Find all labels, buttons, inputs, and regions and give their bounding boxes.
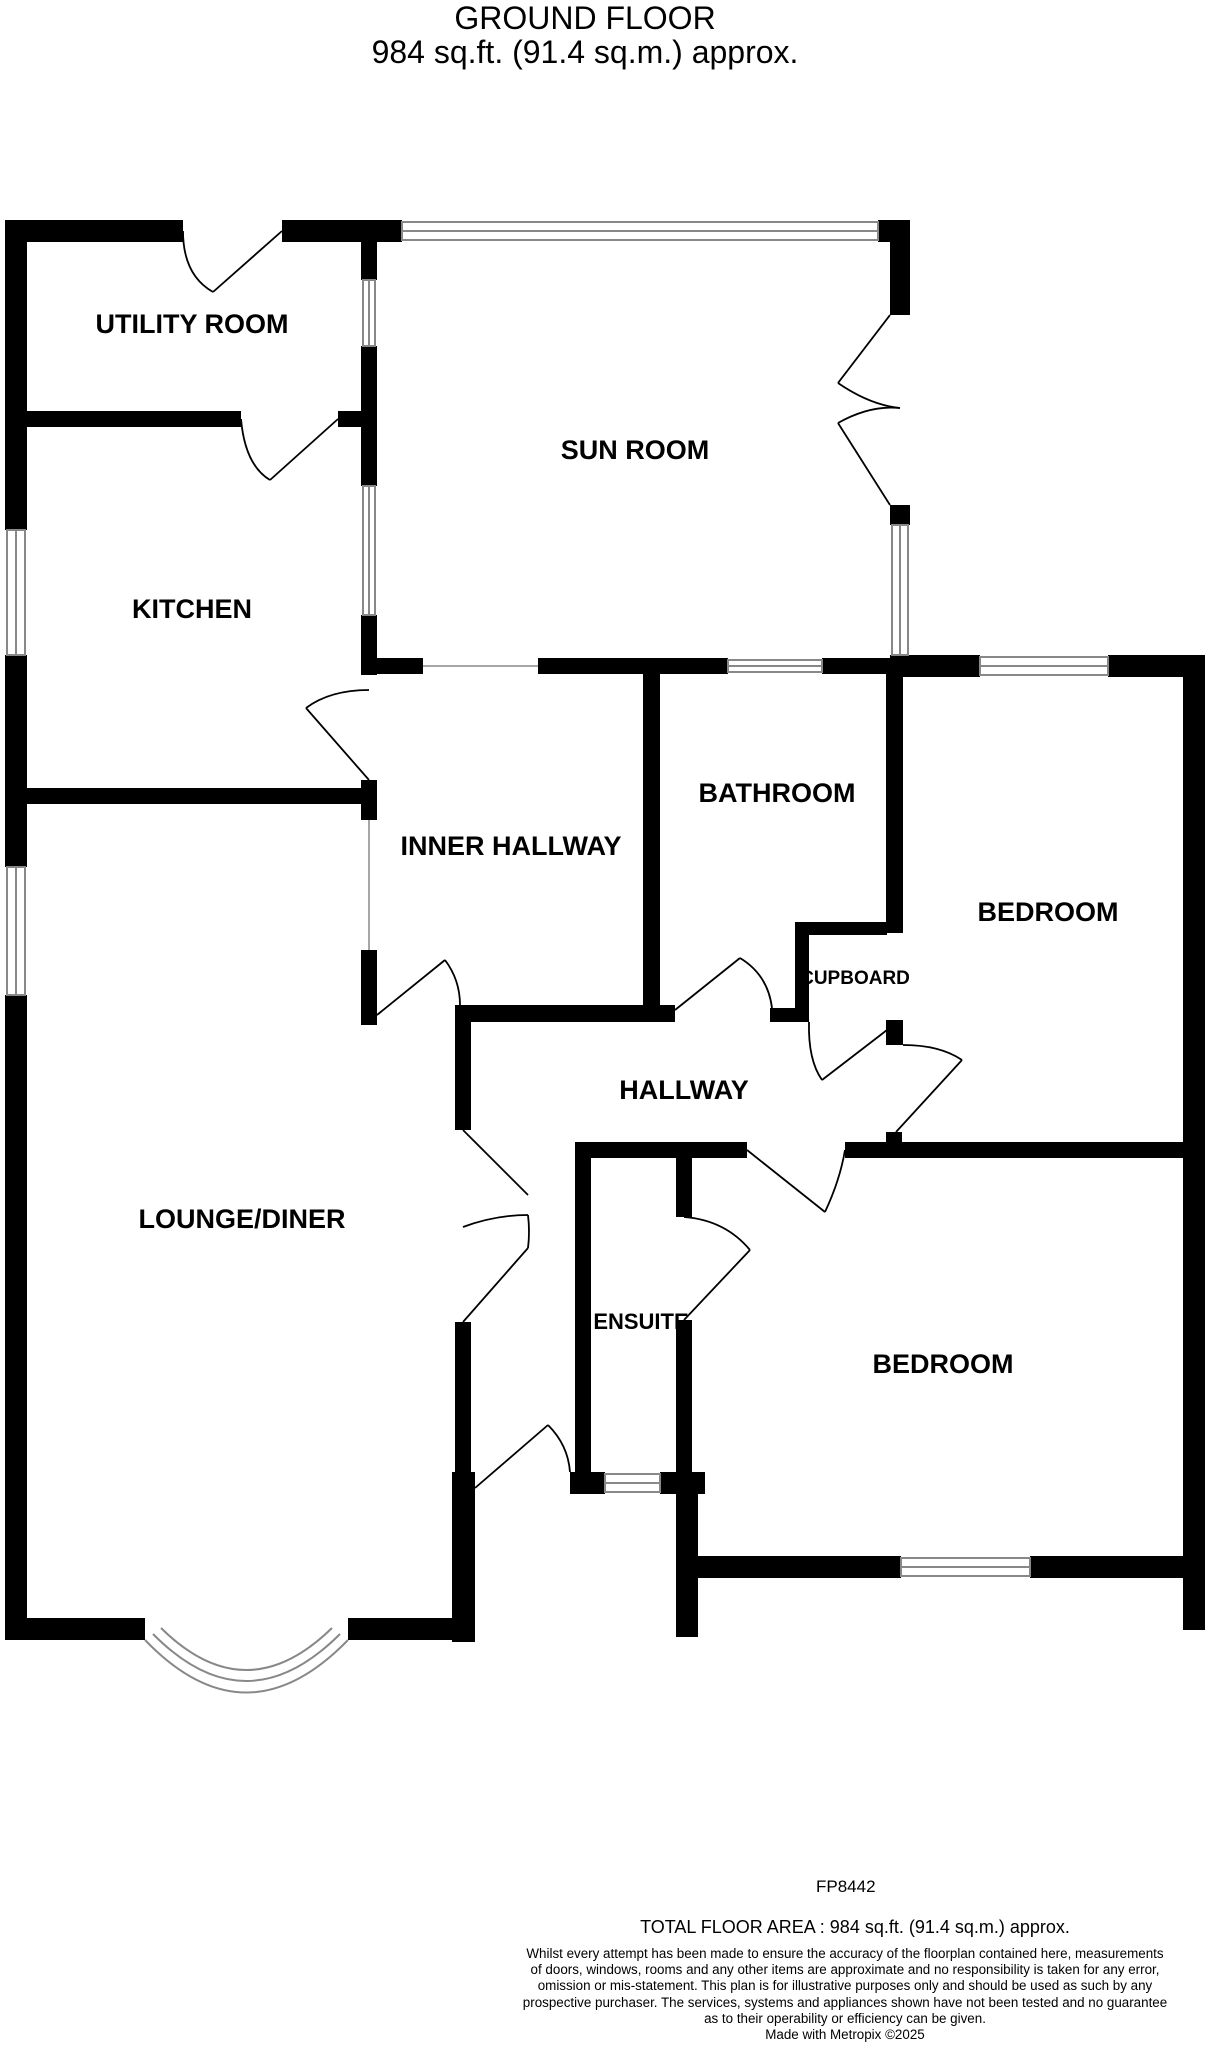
floor-area: 984 sq.ft. (91.4 sq.m.) approx. — [371, 34, 799, 70]
bedroom-2-label: BEDROOM — [873, 1349, 1014, 1379]
inner-hallway-label: INNER HALLWAY — [400, 831, 621, 861]
sun-room-label: SUN ROOM — [561, 435, 710, 465]
disclaimer-line: of doors, windows, rooms and any other i… — [530, 1962, 1160, 1978]
doors — [182, 230, 963, 1489]
bedroom-1-label: BEDROOM — [978, 897, 1119, 927]
cupboard-label: CUPBOARD — [800, 968, 910, 989]
bathroom-label: BATHROOM — [699, 778, 856, 808]
disclaimer: Whilst every attempt has been made to en… — [490, 1946, 1200, 2027]
disclaimer-line: prospective purchaser. The services, sys… — [522, 1994, 1168, 2010]
ensuite-label: ENSUITE — [593, 1309, 688, 1334]
utility-room-label: UTILITY ROOM — [96, 309, 289, 339]
lounge-diner-label: LOUNGE/DINER — [138, 1204, 345, 1234]
floor-title: GROUND FLOOR — [454, 0, 716, 36]
disclaimer-line: as to their operability or efficiency ca… — [704, 2010, 986, 2026]
walls — [5, 220, 1205, 1642]
bay-window — [144, 1627, 349, 1694]
windows — [6, 221, 1109, 1577]
partitions — [368, 665, 538, 950]
kitchen-label: KITCHEN — [132, 594, 252, 624]
hallway-label: HALLWAY — [619, 1075, 749, 1105]
disclaimer-line: Whilst every attempt has been made to en… — [526, 1946, 1164, 1961]
total-floor-area: TOTAL FLOOR AREA : 984 sq.ft. (91.4 sq.m… — [640, 1917, 1070, 1937]
disclaimer-line: omission or mis-statement. This plan is … — [537, 1978, 1153, 1994]
plan-reference: FP8442 — [816, 1877, 876, 1896]
made-with-credit: Made with Metropix ©2025 — [765, 2027, 925, 2042]
